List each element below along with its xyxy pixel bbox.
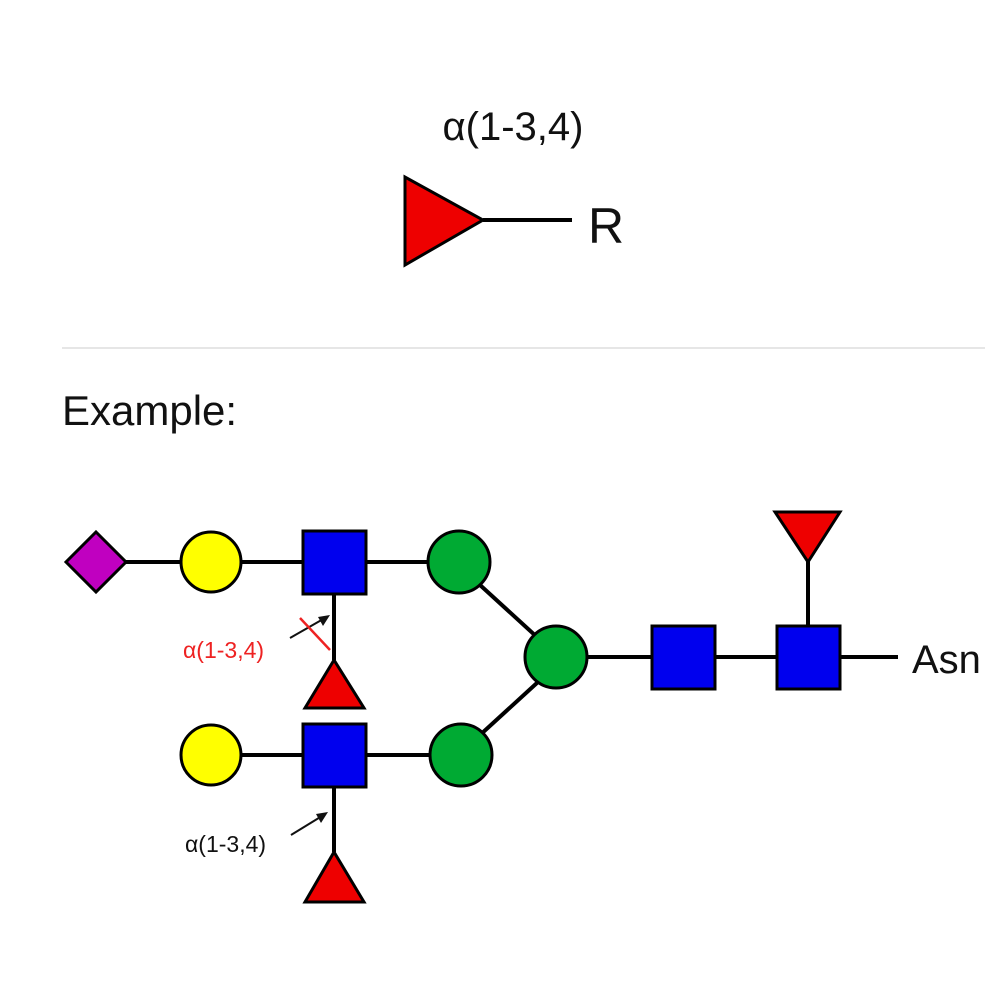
core-fucose-triangle-icon	[772, 510, 843, 565]
glcnac-lower-square-icon	[301, 722, 368, 789]
bonds	[125, 556, 898, 852]
fucose-upper-triangle-icon	[302, 657, 367, 710]
asn-anchor-label: Asn	[912, 638, 981, 682]
header-linkage-label: α(1-3,4)	[443, 105, 584, 149]
bond-man-upper-core	[478, 583, 540, 640]
aglycone-label: R	[588, 198, 624, 254]
forbidden-arrow-icon	[289, 617, 326, 639]
glcnac-reducing-1-square-icon	[650, 624, 717, 691]
example-title: Example:	[62, 387, 237, 434]
mannose-core-circle-icon	[523, 624, 589, 690]
mannose-upper-circle-icon	[426, 529, 492, 595]
allowed-arrow-icon	[290, 815, 323, 836]
bond-man-lower-core	[478, 680, 540, 737]
fucose-triangle-icon	[403, 174, 487, 268]
forbidden-arrowhead-icon	[318, 615, 330, 626]
fucose-lower-triangle-icon	[302, 849, 367, 904]
sialic-acid-diamond-icon	[63, 529, 129, 595]
allowed-linkage-label: α(1-3,4)	[185, 831, 266, 857]
forbidden-slash-icon	[299, 617, 331, 651]
galactose-lower-circle-icon	[179, 723, 243, 787]
glcnac-reducing-2-square-icon	[775, 624, 842, 691]
forbidden-linkage-label: α(1-3,4)	[183, 637, 264, 663]
mannose-lower-circle-icon	[428, 722, 494, 788]
allowed-arrowhead-icon	[316, 812, 328, 823]
galactose-upper-circle-icon	[179, 530, 243, 594]
glcnac-upper-square-icon	[301, 529, 368, 596]
symbols	[63, 510, 843, 904]
